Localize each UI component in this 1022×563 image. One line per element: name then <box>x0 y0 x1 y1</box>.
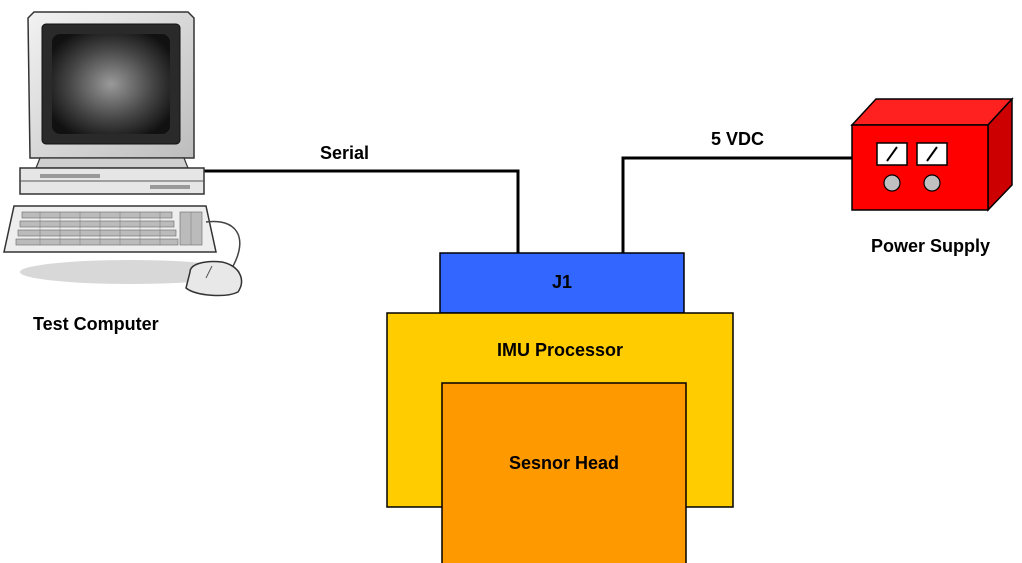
connection-lines <box>202 156 852 253</box>
sensor-head-label: Sesnor Head <box>508 453 620 473</box>
vdc-label: 5 VDC <box>711 129 765 149</box>
serial-line <box>202 169 520 253</box>
power-line <box>621 156 852 253</box>
power-supply-label: Power Supply <box>871 236 991 256</box>
desktop-computer-icon <box>3 11 243 297</box>
test-computer-label: Test Computer <box>33 314 159 334</box>
imu-processor-label: IMU Processor <box>496 340 624 360</box>
j1-label: J1 <box>551 272 573 292</box>
sensor-head-box <box>441 382 687 563</box>
serial-label: Serial <box>320 143 370 163</box>
power-supply-icon <box>850 97 1014 212</box>
